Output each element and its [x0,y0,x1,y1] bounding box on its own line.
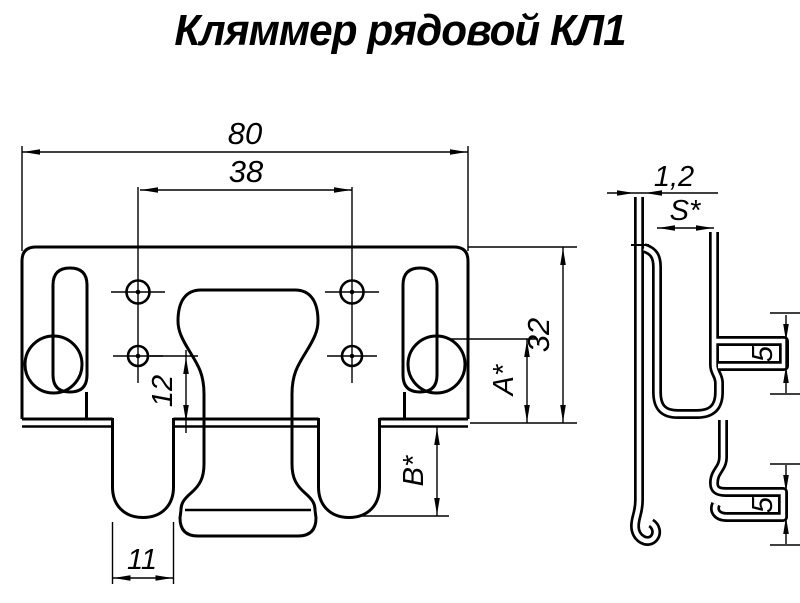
plate-outline [20,245,470,419]
tongue-lower [178,419,318,538]
hole-bottom-right [340,344,364,368]
dim-width: 80 [228,116,262,151]
dim-hole-offset: 12 [147,375,179,407]
right-slot [401,266,439,394]
side-dimensions [607,190,800,546]
left-leg [111,418,175,520]
dim-thickness: 1,2 [654,161,694,193]
dim-upper-hook: 5 [747,345,779,362]
front-view: 80 38 32 A* B* 12 11 [20,116,577,584]
dim-hole-spacing: 38 [229,154,264,189]
tongue-foot [178,509,318,538]
right-bend-circle [406,334,467,395]
dim-leg-width: 11 [127,544,157,576]
left-slot [51,266,89,394]
hole-center-dots [135,289,355,359]
hole-bottom-left [126,344,150,368]
hole-top-right [339,279,365,305]
left-bend-circle [23,334,84,395]
drawing-title: Кляммер рядовой КЛ1 [174,6,626,55]
side-view: 1,2 S* 5 5 [607,161,800,546]
right-leg [317,418,381,520]
dim-b: B* [398,454,430,486]
mounting-holes [111,187,379,383]
tongue-cutout [176,288,320,419]
dim-height: 32 [521,318,556,352]
dim-a: A* [488,363,520,397]
dim-lower-hook: 5 [747,496,779,513]
hole-top-left [125,279,151,305]
plate-bottom-edge [22,417,468,428]
front-dimensions [21,146,577,584]
hole-crosshairs-horizontal [111,291,379,357]
dim-gap-s: S* [670,195,702,227]
